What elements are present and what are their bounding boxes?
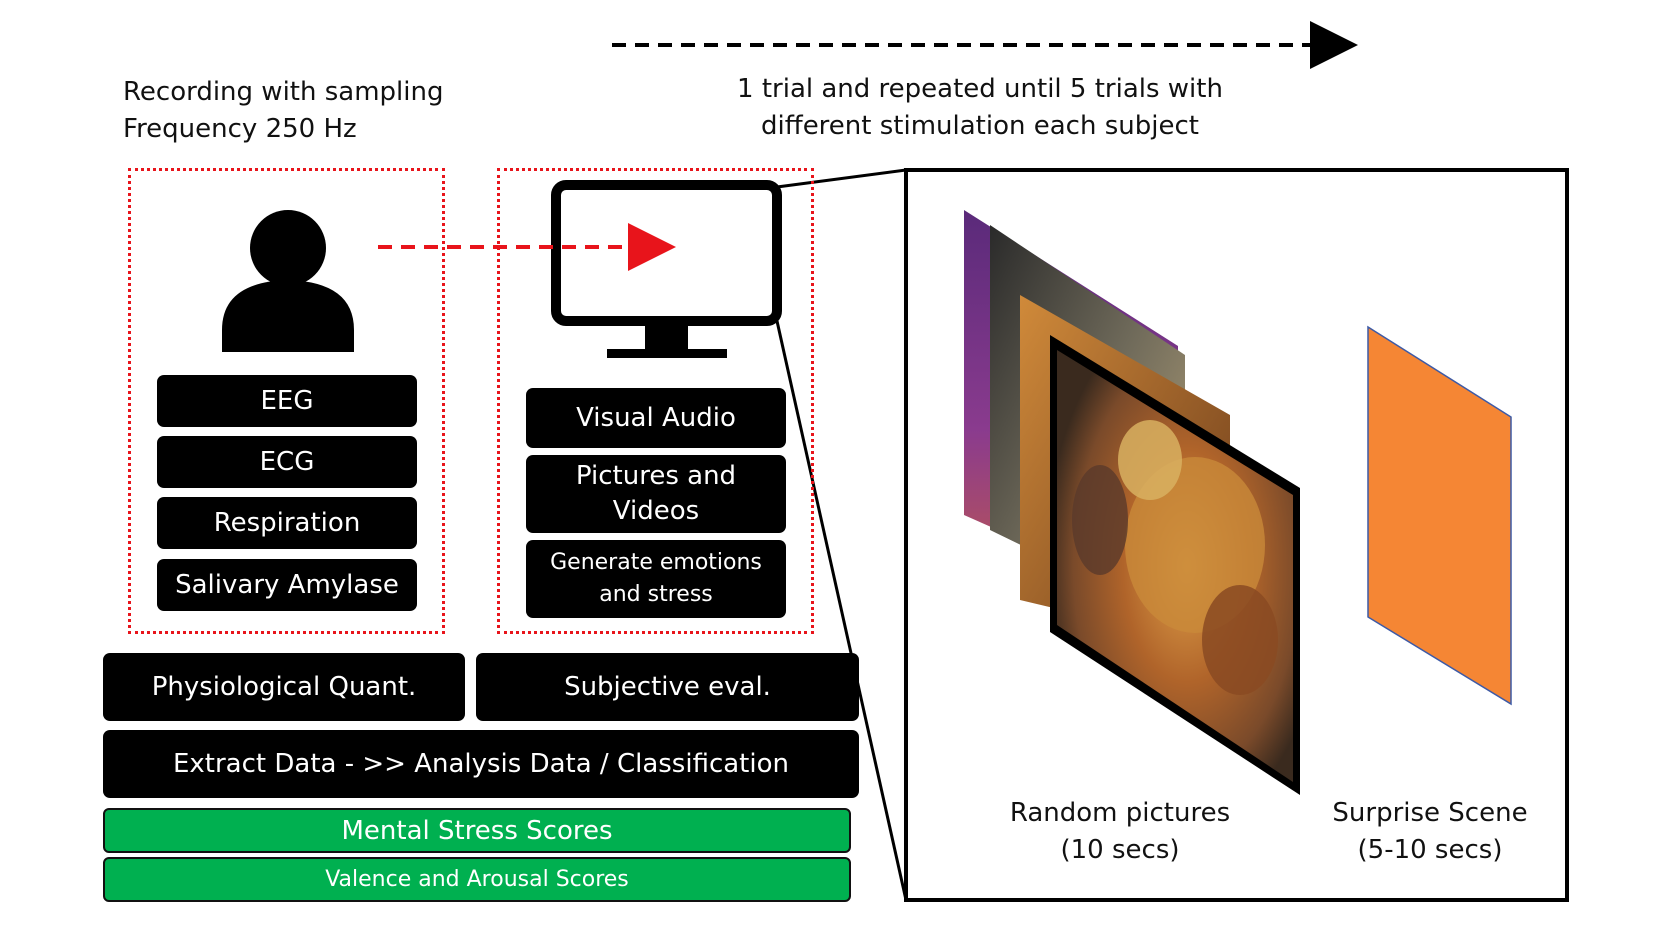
extract-data-label: Extract Data - >> Analysis Data / Classi… [172, 749, 789, 779]
mental-stress-scores-box: Mental Stress Scores [103, 808, 851, 853]
subject-recording-group [128, 168, 445, 634]
physiological-quant-label: Physiological Quant. [151, 672, 417, 702]
trial-caption-line1: 1 trial and repeated until 5 trials with [737, 74, 1223, 104]
sensor-respiration-label: Respiration [213, 508, 361, 538]
sensor-salivary-amylase-label: Salivary Amylase [175, 570, 399, 600]
stimulus-generate-emotions: Generate emotions and stress [526, 540, 786, 618]
stimulus-visual-audio-label: Visual Audio [576, 402, 736, 433]
sensor-ecg-label: ECG [259, 447, 315, 477]
sensor-salivary-amylase: Salivary Amylase [157, 559, 417, 611]
surprise-scene-caption: Surprise Scene (5-10 secs) [1300, 795, 1560, 869]
stimulus-pictures-videos: Pictures and Videos [526, 455, 786, 533]
surprise-scene-panel [1367, 325, 1512, 706]
recording-caption-line1: Recording with sampling [123, 77, 444, 107]
trial-caption-line2: different stimulation each subject [761, 111, 1199, 141]
sensor-respiration: Respiration [157, 497, 417, 549]
random-pictures-line2: (10 secs) [1060, 835, 1180, 865]
mental-stress-scores-label: Mental Stress Scores [341, 815, 613, 846]
stimulus-visual-audio: Visual Audio [526, 388, 786, 448]
random-pictures-stack [964, 210, 1300, 795]
stimulus-group [497, 168, 814, 634]
extract-data-box: Extract Data - >> Analysis Data / Classi… [103, 730, 859, 798]
sensor-eeg: EEG [157, 375, 417, 427]
stimulus-generate-emotions-line2: and stress [599, 582, 713, 607]
recording-caption: Recording with sampling Frequency 250 Hz [123, 74, 483, 148]
stimulus-pictures-videos-line1: Pictures and [575, 461, 737, 491]
valence-arousal-scores-box: Valence and Arousal Scores [103, 857, 851, 902]
surprise-scene-line2: (5-10 secs) [1357, 835, 1503, 865]
person-icon [222, 210, 354, 352]
random-pictures-line1: Random pictures [1009, 798, 1231, 828]
stimulus-generate-emotions-line1: Generate emotions [550, 550, 762, 575]
sensor-ecg: ECG [157, 436, 417, 488]
zoom-line-top [776, 168, 907, 189]
subjective-eval-box: Subjective eval. [476, 653, 859, 721]
sensor-eeg-label: EEG [260, 386, 314, 416]
recording-caption-line2: Frequency 250 Hz [123, 114, 357, 144]
trial-caption: 1 trial and repeated until 5 trials with… [700, 71, 1260, 145]
surprise-scene-line1: Surprise Scene [1332, 798, 1528, 828]
physiological-quant-box: Physiological Quant. [103, 653, 465, 721]
subjective-eval-label: Subjective eval. [564, 672, 771, 702]
stimulus-pictures-videos-line2: Videos [612, 496, 700, 526]
zoom-line-bottom [775, 320, 908, 901]
random-pictures-caption: Random pictures (10 secs) [975, 795, 1265, 869]
valence-arousal-scores-label: Valence and Arousal Scores [325, 867, 629, 892]
